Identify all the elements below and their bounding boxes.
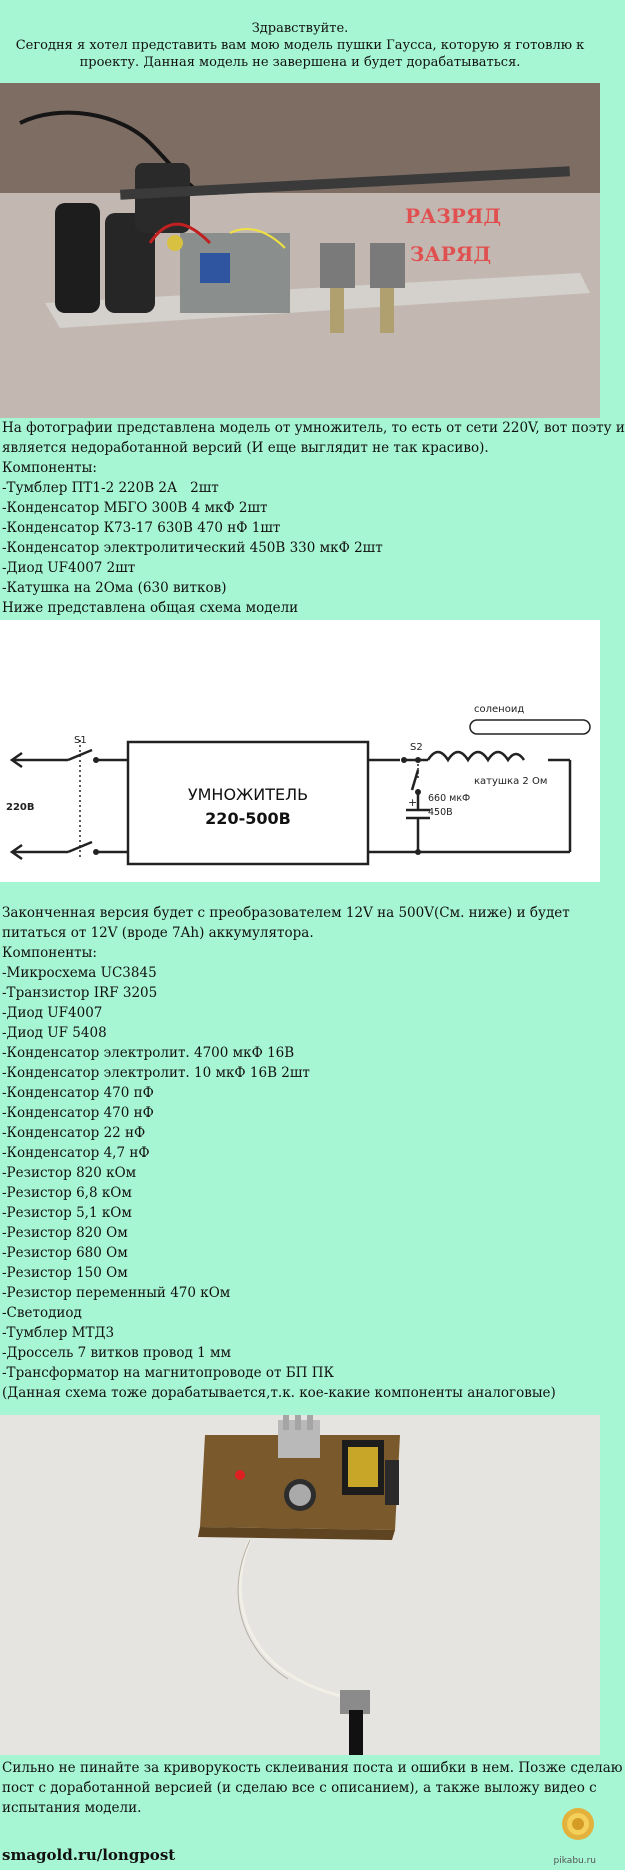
components-title: Компоненты: <box>2 945 97 961</box>
component-item: -Катушка на 2Ома (630 витков) <box>2 580 227 596</box>
outro-line-2: пост с доработанной версией (и сделаю вс… <box>2 1780 597 1796</box>
circuit-schematic: S1 S2 220В УМНОЖИТЕЛЬ 220-500В + 660 мкФ… <box>0 620 600 882</box>
watermark: pikabu.ru <box>553 1856 596 1866</box>
component-item: -Резистор 150 Ом <box>2 1265 128 1281</box>
intro-line-2: проекту. Данная модель не завершена и бу… <box>79 55 521 70</box>
converter-board-illustration <box>0 1415 600 1755</box>
cap-voltage-label: 450В <box>428 807 453 818</box>
description-section-2: Законченная версия будет с преобразовате… <box>2 903 598 1403</box>
component-item: -Резистор 820 кОм <box>2 1165 137 1181</box>
schematic-drawing: S1 S2 220В УМНОЖИТЕЛЬ 220-500В + 660 мкФ… <box>6 704 591 866</box>
source-link[interactable]: smagold.ru/longpost <box>2 1846 176 1864</box>
component-item: -Конденсатор электролитический 450В 330 … <box>2 540 383 556</box>
component-item: -Диод UF 5408 <box>2 1025 107 1041</box>
para2-closing: (Данная схема тоже дорабатывается,т.к. к… <box>2 1385 556 1401</box>
component-item: -Трансформатор на магнитопроводе от БП П… <box>2 1365 334 1381</box>
component-item: -Тумблер ПТ1-2 220В 2А 2шт <box>2 480 219 496</box>
component-item: -Тумблер МТД3 <box>2 1325 115 1341</box>
component-item: -Резистор 5,1 кОм <box>2 1205 132 1221</box>
component-item: -Светодиод <box>2 1305 82 1321</box>
component-item: -Конденсатор 470 нФ <box>2 1105 154 1121</box>
tape-label-charge: ЗАРЯД <box>410 242 491 266</box>
intro-text: Здравствуйте. Сегодня я хотел представит… <box>0 0 600 70</box>
block-title: УМНОЖИТЕЛЬ <box>188 785 308 804</box>
component-item: -Конденсатор 22 нФ <box>2 1125 146 1141</box>
component-item: -Диод UF4007 2шт <box>2 560 136 576</box>
component-item: -Резистор 820 Ом <box>2 1225 128 1241</box>
component-item: -Транзистор IRF 3205 <box>2 985 158 1001</box>
description-section-1: На фотографии представлена модель от умн… <box>2 418 625 618</box>
components-title: Компоненты: <box>2 460 97 476</box>
s1-label: S1 <box>74 735 87 746</box>
gauss-gun-illustration: РАЗРЯД ЗАРЯД <box>0 83 600 418</box>
block-subtitle: 220-500В <box>205 809 291 828</box>
para1-line-1: На фотографии представлена модель от умн… <box>2 420 625 436</box>
component-item: -Дроссель 7 витков провод 1 мм <box>2 1345 232 1361</box>
component-item: -Конденсатор К73-17 630В 470 нФ 1шт <box>2 520 281 536</box>
component-item: -Конденсатор электролит. 4700 мкФ 16В <box>2 1045 295 1061</box>
tape-label-discharge: РАЗРЯД <box>405 204 501 228</box>
para2-line-2: питаться от 12V (вроде 7Ah) аккумулятора… <box>2 925 314 941</box>
component-item: -Конденсатор 470 пФ <box>2 1085 154 1101</box>
para1-line-2: является недоработанной версий (И еще вы… <box>2 440 489 456</box>
cap-value-label: 660 мкФ <box>428 793 470 804</box>
closing-section: Сильно не пинайте за криворукость склеив… <box>2 1758 623 1818</box>
para1-closing: Ниже представлена общая схема модели <box>2 600 299 616</box>
component-item: -Конденсатор 4,7 нФ <box>2 1145 150 1161</box>
component-item: -Резистор 680 Ом <box>2 1245 128 1261</box>
input-voltage-label: 220В <box>6 802 35 813</box>
coil-label: катушка 2 Ом <box>474 776 547 787</box>
component-item: -Диод UF4007 <box>2 1005 103 1021</box>
greeting: Здравствуйте. <box>251 21 349 36</box>
intro-line-1: Сегодня я хотел представить вам мою моде… <box>15 38 585 53</box>
gauss-gun-photo: РАЗРЯД ЗАРЯД <box>0 83 600 418</box>
solenoid-label: соленоид <box>474 704 524 715</box>
outro-line-3: испытания модели. <box>2 1800 142 1816</box>
para2-line-1: Законченная версия будет с преобразовате… <box>2 905 570 921</box>
cap-plus: + <box>408 796 417 809</box>
coin-icon <box>562 1808 594 1840</box>
component-item: -Микросхема UC3845 <box>2 965 157 981</box>
component-item: -Резистор переменный 470 кОм <box>2 1285 231 1301</box>
component-item: -Конденсатор электролит. 10 мкФ 16В 2шт <box>2 1065 310 1081</box>
component-item: -Конденсатор МБГО 300В 4 мкФ 2шт <box>2 500 268 516</box>
converter-board-photo <box>0 1415 600 1755</box>
outro-line-1: Сильно не пинайте за криворукость склеив… <box>2 1760 623 1776</box>
s2-label: S2 <box>410 742 423 753</box>
component-item: -Резистор 6,8 кОм <box>2 1185 132 1201</box>
